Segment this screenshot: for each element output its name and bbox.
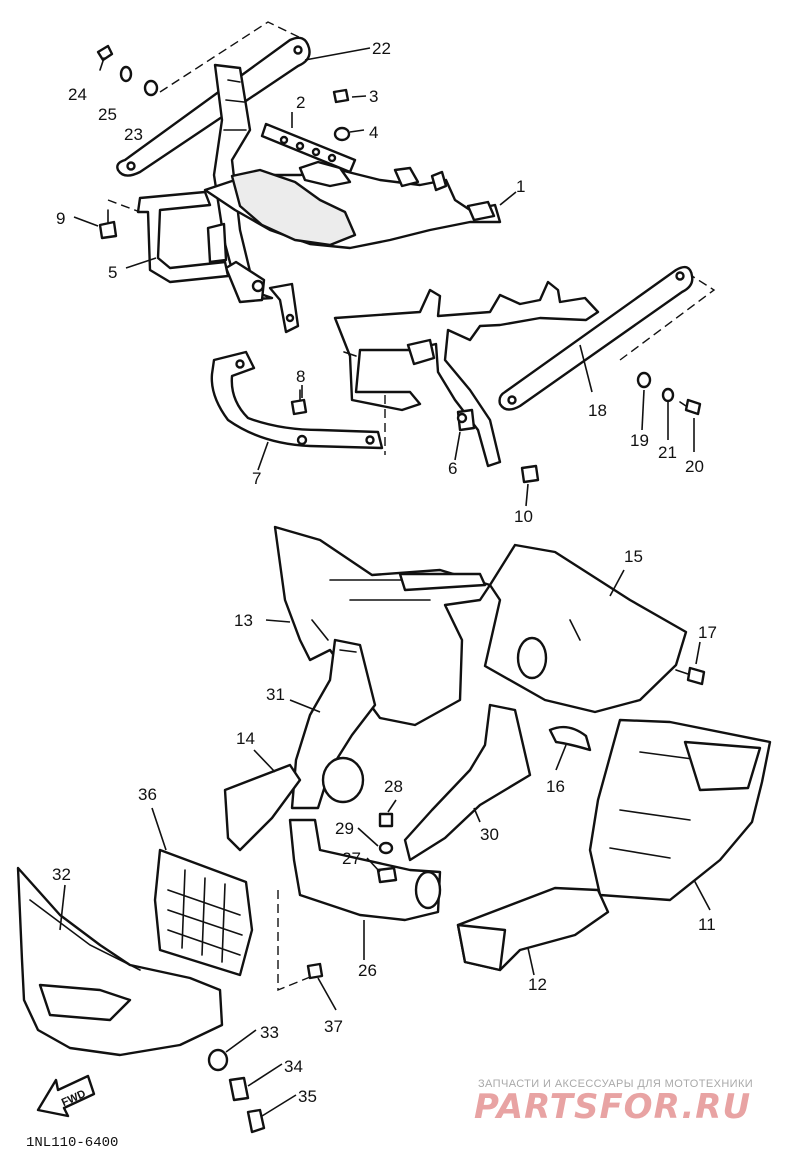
callout-labels: 22 24 25 23 2 3 4 1 9 5 8 7 6 10 18 19 2… (52, 39, 717, 1106)
part-22-stay-arm (116, 36, 311, 177)
part-7-curved-stay (210, 350, 384, 450)
fwd-arrow-icon: FWD (36, 1074, 96, 1118)
callout-31: 31 (266, 685, 285, 704)
part-11-side-panel (588, 718, 772, 902)
callout-22: 22 (372, 39, 391, 58)
callout-2: 2 (296, 93, 305, 112)
part-12-rear-duct (456, 886, 610, 972)
callout-30: 30 (480, 825, 499, 844)
callout-20: 20 (685, 457, 704, 476)
part-30-duct (403, 703, 532, 862)
callout-25: 25 (98, 105, 117, 124)
part-16-clamp (548, 725, 592, 752)
callout-19: 19 (630, 431, 649, 450)
callout-27: 27 (342, 849, 361, 868)
part-5-left-bracket (136, 190, 230, 284)
part-1-stay-frame (203, 63, 502, 334)
callout-18: 18 (588, 401, 607, 420)
callout-11: 11 (698, 915, 716, 934)
part-6-lower-stay (333, 280, 600, 468)
part-18-stay-arm (498, 265, 694, 411)
callout-13: 13 (234, 611, 253, 630)
callout-28: 28 (384, 777, 403, 796)
callout-21: 21 (658, 443, 677, 462)
part-2-plate (260, 122, 357, 174)
callout-34: 34 (284, 1057, 303, 1076)
callout-1: 1 (516, 177, 525, 196)
callout-33: 33 (260, 1023, 279, 1042)
callout-7: 7 (252, 469, 261, 488)
callout-26: 26 (358, 961, 377, 980)
part-36-mesh-screen (153, 848, 254, 977)
callout-32: 32 (52, 865, 71, 884)
leader-lines (59, 47, 711, 1117)
callout-3: 3 (369, 87, 378, 106)
part-32-lower-cowling (16, 866, 224, 1057)
callout-6: 6 (448, 459, 457, 478)
callout-35: 35 (298, 1087, 317, 1106)
watermark: ЗАПЧАСТИ И АКСЕССУАРЫ ДЛЯ МОТОТЕХНИКИ PA… (474, 1078, 753, 1127)
part-26-duct-plate (288, 818, 442, 922)
callout-5: 5 (108, 263, 117, 282)
diagram-code: 1NL110-6400 (26, 1135, 118, 1151)
callout-17: 17 (698, 623, 717, 642)
callout-29: 29 (335, 819, 354, 838)
watermark-tagline: ЗАПЧАСТИ И АКСЕССУАРЫ ДЛЯ МОТОТЕХНИКИ (478, 1078, 753, 1090)
fastener-group (96, 44, 706, 1134)
callout-37: 37 (324, 1017, 343, 1036)
callout-36: 36 (138, 785, 157, 804)
callout-14: 14 (236, 729, 255, 748)
watermark-logo: PARTSFOR.RU (474, 1087, 751, 1127)
callout-16: 16 (546, 777, 565, 796)
part-14-small-duct (223, 756, 365, 852)
part-15-upper-panel (483, 543, 688, 714)
callout-23: 23 (124, 125, 143, 144)
alignment-lines (107, 21, 716, 992)
callout-10: 10 (514, 507, 533, 526)
callout-24: 24 (68, 85, 87, 104)
callout-15: 15 (624, 547, 643, 566)
callout-8: 8 (296, 367, 305, 386)
part-13-inner-panel (273, 525, 492, 727)
part-31-air-duct (290, 638, 377, 810)
callout-9: 9 (56, 209, 65, 228)
callout-4: 4 (369, 123, 378, 142)
callout-12: 12 (528, 975, 547, 994)
